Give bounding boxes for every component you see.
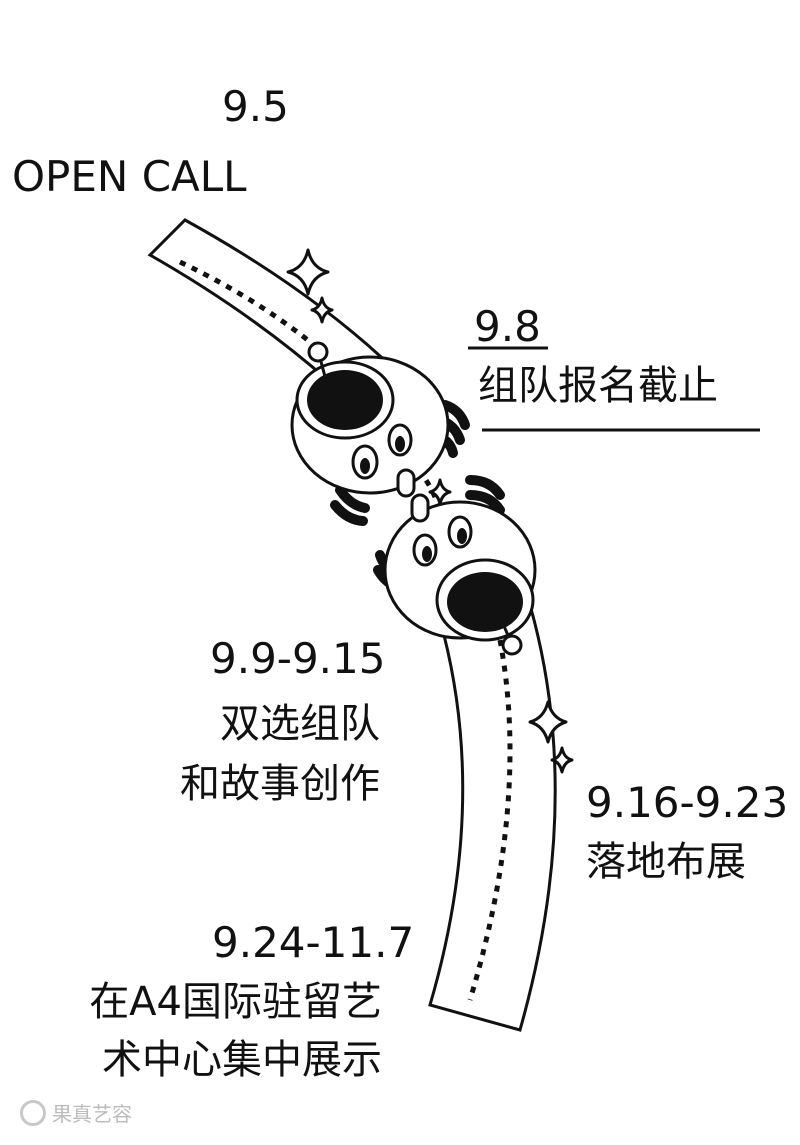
lower-tube-dotted-path — [467, 639, 513, 1001]
team-building-line2: 和故事创作 — [180, 761, 380, 807]
sparkle-icons — [286, 248, 574, 774]
watermark-text: 果真艺容 — [52, 1102, 132, 1126]
team-building-line1: 双选组队 — [220, 701, 380, 747]
open-call-label: OPEN CALL — [12, 152, 247, 201]
chain-link — [396, 468, 430, 523]
team-building-date: 9.9-9.15 — [210, 634, 386, 683]
capsule-robot-lower — [373, 475, 537, 656]
open-call-date: 9.5 — [222, 82, 289, 131]
installation-date: 9.16-9.23 — [586, 778, 789, 827]
exhibition-line2: 术中心集中展示 — [102, 1037, 382, 1083]
exhibition-date: 9.24-11.7 — [212, 918, 415, 967]
team-deadline-label: 组队报名截止 — [478, 363, 718, 409]
capsule-robot-upper — [290, 341, 470, 526]
watermark: 果真艺容 — [20, 1098, 132, 1127]
upper-tube-dotted-path — [178, 259, 322, 352]
team-deadline-date: 9.8 — [474, 302, 541, 351]
watermark-logo-icon — [20, 1099, 46, 1126]
exhibition-line1: 在A4国际驻留艺 — [89, 979, 382, 1025]
lower-tube — [428, 603, 557, 1032]
installation-label: 落地布展 — [586, 839, 746, 885]
